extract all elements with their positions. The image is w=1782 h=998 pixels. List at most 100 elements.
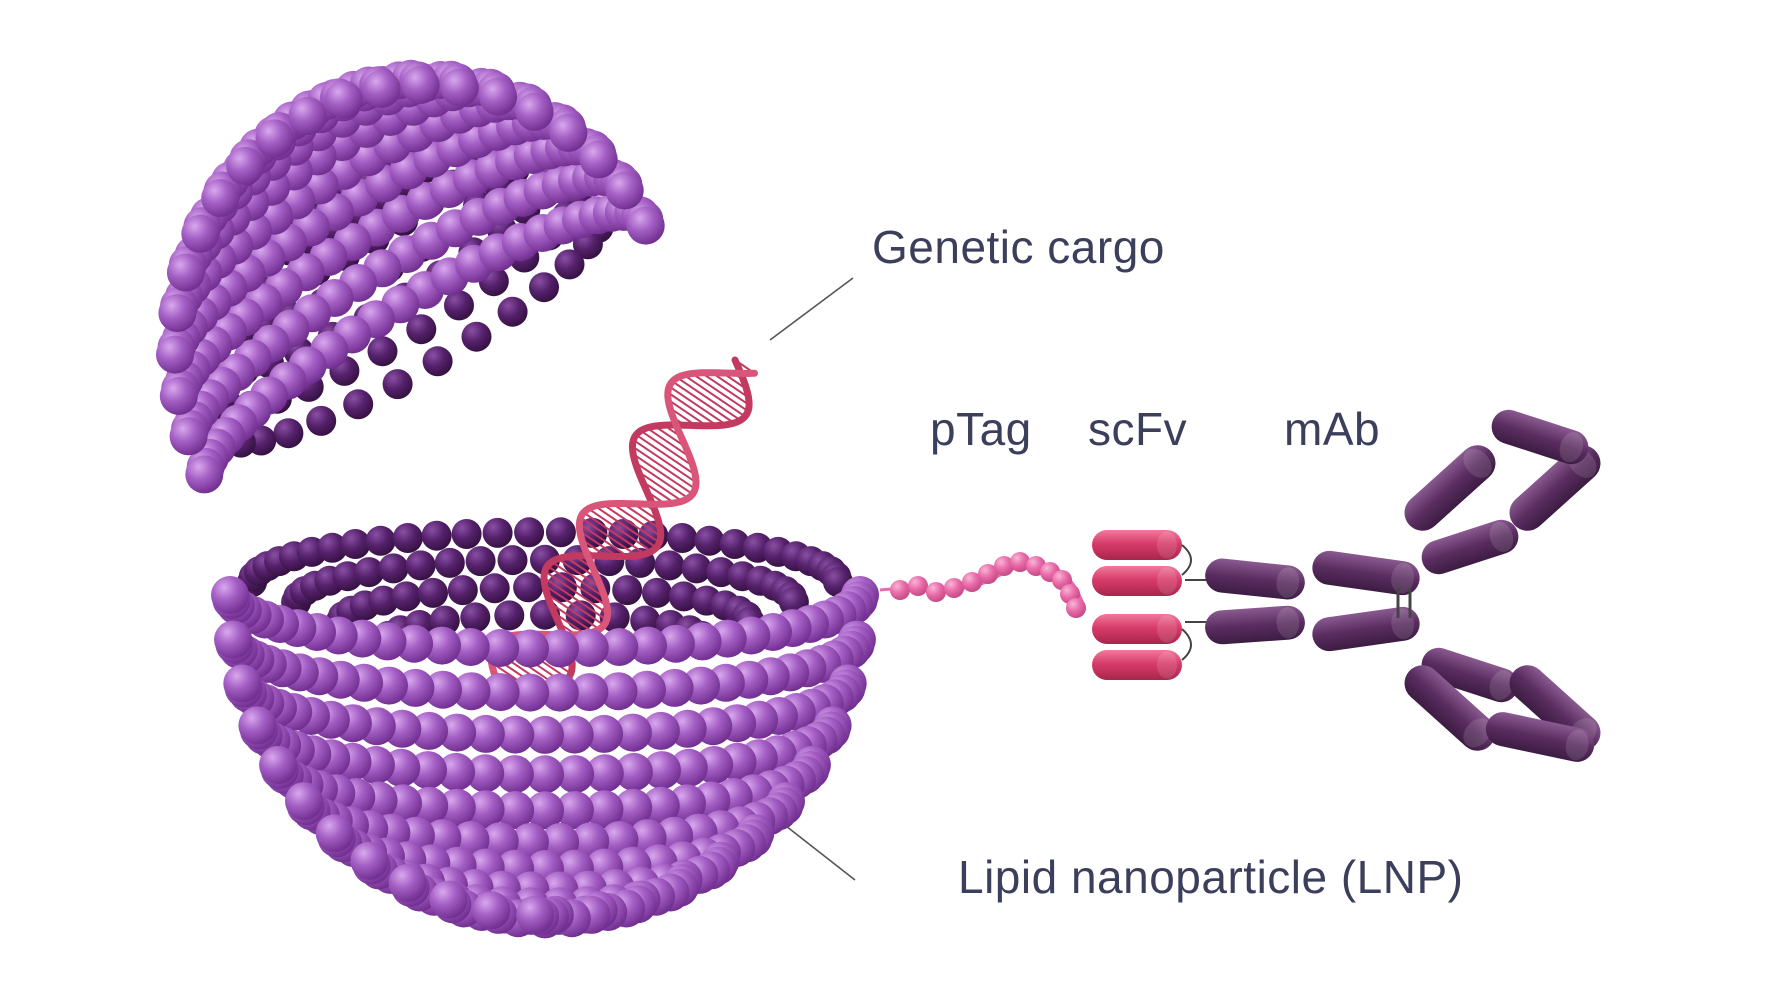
ptag-label: pTag [930,403,1032,455]
lipid-bead [211,576,249,614]
lipid-bead [511,629,549,668]
ptag-bead-chain-icon [879,552,1087,618]
mab-domain [1421,519,1519,575]
lipid-bead [466,714,505,753]
lipid-bead [169,417,208,456]
scfv-domain-body [1092,566,1182,596]
scfv-domain-body [1092,614,1182,644]
mab-domain-cap [1489,521,1514,552]
lipid-bead [643,751,681,790]
lipid-bead [605,171,644,210]
lnp-top-hemisphere [156,59,665,494]
dna-base-pair [691,372,749,413]
mab-domain-cap [1565,729,1589,761]
lipid-bead-inner [273,418,304,449]
scfv-domain [1092,566,1182,596]
lipid-bead [579,140,618,179]
lipid-bead-inner [612,575,643,606]
lipid-bead-inner [460,602,491,633]
lipid-bead-inner [306,405,337,436]
mab-label: mAb [1284,403,1381,455]
lipid-bead [156,335,194,374]
lipid-bead-inner [513,572,544,603]
lipid-bead [452,672,491,711]
mab-domain-body [1404,445,1496,531]
lipid-bead-inner [497,296,528,327]
lipid-bead-inner [565,600,596,631]
scfv-domain-cap [1157,567,1177,595]
dna-base-pair [671,380,735,424]
dna-base-pair [544,570,609,615]
lipid-bead [466,754,505,793]
lipid-bead [438,713,477,752]
lipid-bead [641,786,680,825]
mab-domain [1491,409,1589,465]
mab-domain-body [1485,712,1595,762]
dna-base-pair [551,560,606,599]
dna-base-pair [683,374,746,418]
lipid-bead-inner [479,573,510,604]
mab-domain-cap [1391,562,1415,594]
lipid-bead [181,214,220,253]
dna-base-pair [711,371,750,399]
lipid-bead [472,891,511,930]
lipid-bead [481,629,520,667]
mab-domain [1421,647,1519,703]
lipid-bead [288,97,327,135]
lipid-bead [495,755,534,794]
dna-base-pair [634,461,689,500]
mab-domain-cap [1276,567,1300,598]
mab-domain [1312,606,1420,652]
lipid-bead-inner [392,523,423,553]
lipid-bead-inner [681,553,712,584]
lipid-bead [481,673,520,712]
mab-domain-body [1509,445,1601,531]
lipid-bead [424,670,462,709]
lipid-bead [401,66,440,104]
lipid-bead [285,782,323,821]
lipid-bead-inner [554,249,585,280]
lipid-bead-inner [343,389,374,420]
ptag-bead [944,578,964,598]
mab-domain-body [1312,550,1420,596]
dna-base-pair [583,511,646,555]
genetic-cargo-label: Genetic cargo [872,221,1165,273]
ptag-bead [926,582,946,602]
lipid-bead [541,629,579,668]
lipid-bead [600,628,639,666]
lipid-bead [451,628,490,666]
lipid-bead-inner [654,550,685,581]
lipid-bead [656,624,695,663]
mab-domain-body [1205,605,1305,645]
dna-base-pair [543,576,608,621]
scfv-domain [1092,530,1182,560]
dna-base-pair [676,376,742,422]
lipid-bead [511,673,550,712]
mab-domain [1404,665,1496,751]
lipid-bead-inner [367,336,398,367]
lipid-bead [614,788,653,827]
dna-base-pair [557,557,603,590]
lipid-bead [255,119,294,158]
lipid-bead [166,253,205,292]
lipid-bead-inner [447,575,478,606]
lipid-bead-inner [461,321,492,352]
scfv-icon [1092,530,1192,680]
dna-base-pair [602,503,660,544]
lipid-bead [626,206,665,245]
dna-base-pair [611,502,662,538]
mab-domain-cap [1463,718,1492,748]
ptag-bead [908,576,928,596]
lipid-bead-inner [317,532,348,563]
dna-base-pair [587,507,653,553]
lnp-bottom-hemisphere [211,576,879,939]
lipid-bead-inner [497,545,528,576]
lipid-bead-inner [494,600,525,631]
mab-domain-body [1421,519,1519,575]
lipid-bead [185,455,224,494]
lipid-bead [555,715,594,754]
dna-base-pair [579,530,618,558]
scfv-linker [1181,628,1192,661]
lipid-bead [585,790,624,829]
